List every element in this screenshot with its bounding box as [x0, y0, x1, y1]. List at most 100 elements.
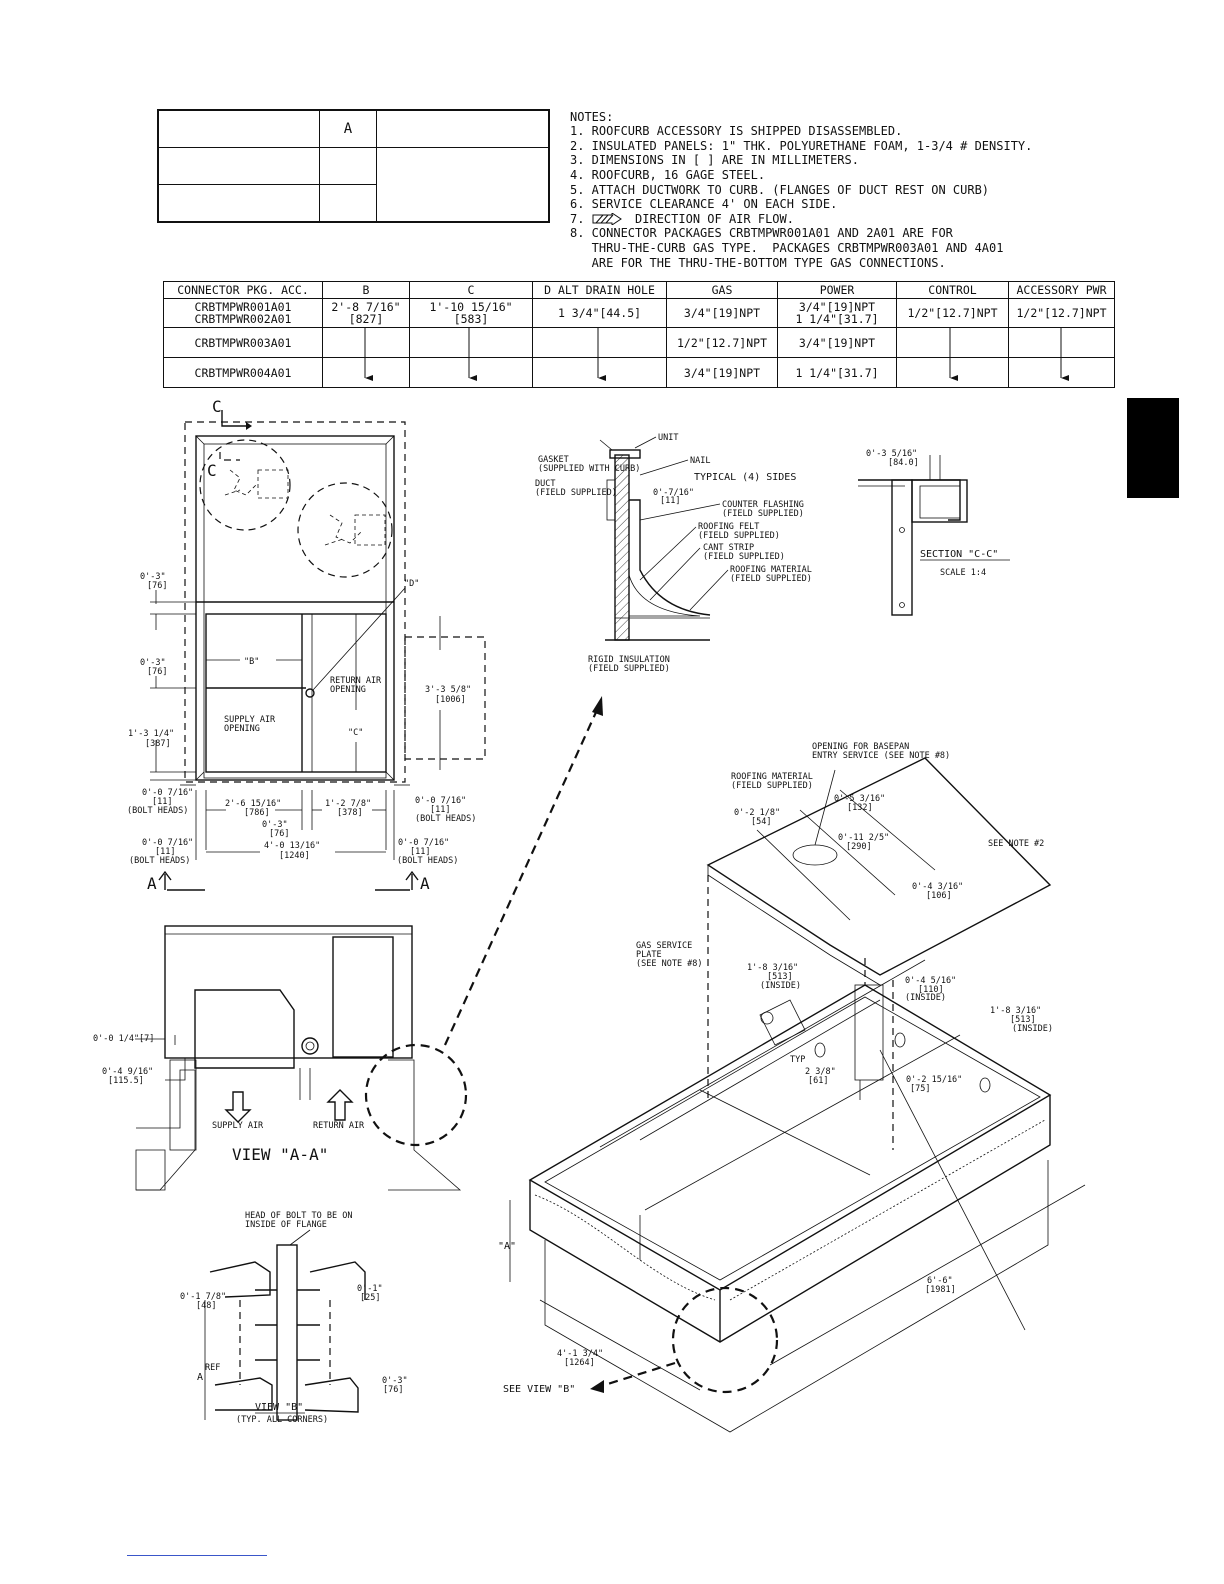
dim-text: 0'-1" [357, 1284, 383, 1294]
section-cc: 0'-3 5/16" [84.0] SECTION "C-C" SCALE 1:… [858, 449, 1010, 616]
dim-text: 0'-0 7/16" [415, 796, 466, 806]
dim-text: 0'-11 2/5" [838, 833, 889, 843]
label-roofing-felt: ROOFING FELT(FIELD SUPPLIED) [698, 522, 780, 541]
section-tab [1127, 398, 1179, 498]
section-a-label-2: A [420, 874, 430, 893]
section-c-label: C [212, 397, 222, 416]
detail-leader-line [443, 709, 599, 1046]
conn-cell-empty [1008, 357, 1115, 388]
dim-mm: [11] [410, 847, 430, 857]
conn-cell-gas: 3/4"[19]NPT [666, 357, 778, 388]
conn-cell-gas: 3/4"[19]NPT [666, 298, 778, 328]
dim-mm: [61] [808, 1076, 828, 1086]
footer-link-underline[interactable] [127, 1555, 267, 1556]
dim-mm: [76] [147, 667, 167, 677]
label-roofing-material: ROOFING MATERIAL(FIELD SUPPLIED) [730, 565, 812, 584]
note-7: 7. DIRECTION OF AIR FLOW. [570, 211, 794, 226]
label-nail: NAIL [690, 456, 710, 466]
dim-mm: [1264] [564, 1358, 595, 1368]
dim-mm: [387] [145, 739, 171, 749]
conn-cell-control: 1/2"[12.7]NPT [896, 298, 1009, 328]
dim-text: 1'-2 7/8" [325, 799, 371, 809]
dim-mm: [110] [918, 985, 944, 995]
dim-text: 0'-1 7/8" [180, 1292, 226, 1302]
dim-text: 0'-3" [262, 820, 288, 830]
dim-mm: [84.0] [888, 458, 919, 468]
label-gasket: GASKET(SUPPLIED WITH CURB) [538, 455, 640, 474]
label-counter-flashing: COUNTER FLASHING(FIELD SUPPLIED) [722, 500, 804, 519]
bolt-heads-label: (BOLT HEADS) [129, 856, 190, 866]
dim-text: 0'-5 3/16" [834, 794, 885, 804]
dim-mm: [115.5] [108, 1076, 144, 1086]
note-6: 6. SERVICE CLEARANCE 4' ON EACH SIDE. [570, 197, 838, 212]
dim-mm: [76] [269, 829, 289, 839]
top-table-cell [319, 147, 377, 185]
label-b: "B" [244, 657, 259, 667]
label-duct: DUCT(FIELD SUPPLIED) [535, 479, 617, 498]
dim-text: 0'-2 15/16" [906, 1075, 962, 1085]
typ-label: TYP [790, 1055, 805, 1065]
dim-text: 0'-0 7/16" [142, 838, 193, 848]
bolt-heads-label: (BOLT HEADS) [415, 814, 476, 824]
dim-mm: [48] [196, 1301, 216, 1311]
dim-text: 0'-3" [382, 1376, 408, 1386]
conn-cell-power: 1 1/4"[31.7] [777, 357, 897, 388]
note-5: 5. ATTACH DUCTWORK TO CURB. (FLANGES OF … [570, 182, 990, 197]
dim-text: 4'-0 13/16" [264, 841, 320, 851]
airflow-arrow-icon [592, 212, 622, 225]
bolt-heads-label: (BOLT HEADS) [397, 856, 458, 866]
dim-mm: [290] [846, 842, 872, 852]
plan-view: C C 0'-3" [127, 397, 486, 893]
conn-cell-acc: 1/2"[12.7]NPT [1008, 298, 1115, 328]
conn-cell-empty [409, 327, 533, 358]
dim-mm: [25] [360, 1293, 380, 1303]
dim-mm: [76] [147, 581, 167, 591]
dim-mm: [378] [337, 808, 363, 818]
dim-text: 0'-3 5/16" [866, 449, 917, 459]
label-c: "C" [348, 728, 363, 738]
dim-mm: [11] [430, 805, 450, 815]
typical-side-detail: UNIT GASKET(SUPPLIED WITH CURB) NAIL TYP… [535, 433, 812, 674]
section-a-label: A [147, 874, 157, 893]
dim-mm: [11] [155, 847, 175, 857]
view-aa-title: VIEW "A-A" [232, 1145, 328, 1164]
dim-mm: [11] [152, 797, 172, 807]
note-7-row: 7. DIRECTION OF AIR FLOW. [570, 212, 1090, 227]
conn-cell-pkg: CRBTMPWR003A01 [163, 327, 323, 358]
label-roofing-material-iso: ROOFING MATERIAL(FIELD SUPPLIED) [731, 772, 813, 791]
dim-mm: [1006] [435, 695, 466, 705]
label-cant-strip: CANT STRIP(FIELD SUPPLIED) [703, 543, 785, 562]
dim-text: 0'-2 1/8" [734, 808, 780, 818]
dim-mm: [513] [1010, 1015, 1036, 1025]
dim-text: 4'-1 3/4" [557, 1349, 603, 1359]
dim-mm: [513] [767, 972, 793, 982]
label-unit: UNIT [658, 433, 678, 443]
notes-block: NOTES:1. ROOFCURB ACCESSORY IS SHIPPED D… [570, 95, 1090, 299]
top-table-header-a: A [319, 109, 377, 148]
dim-text: 1'-8 3/16" [990, 1006, 1041, 1016]
see-note-2: SEE NOTE #2 [988, 839, 1044, 849]
dim-mm: [106] [926, 891, 952, 901]
detail-leader-arrowhead [592, 696, 603, 716]
conn-cell-empty [322, 357, 410, 388]
curb-height-table: A [157, 109, 550, 223]
dim-mm: [1981] [925, 1285, 956, 1295]
note-2: 2. INSULATED PANELS: 1" THK. POLYURETHAN… [570, 138, 1033, 153]
top-table-cell [157, 184, 320, 223]
conn-cell-gas: 1/2"[12.7]NPT [666, 327, 778, 358]
dim-mm: [75] [910, 1084, 930, 1094]
label-d: "D" [404, 579, 419, 589]
conn-cell-empty [532, 357, 667, 388]
dim-mm: [76] [383, 1385, 403, 1395]
dim-mm: [11] [660, 496, 680, 506]
conn-cell-empty [896, 327, 1009, 358]
dim-text: 3'-3 5/8" [425, 685, 471, 695]
note-4: 4. ROOFCURB, 16 GAGE STEEL. [570, 167, 766, 182]
inside-label: (INSIDE) [905, 993, 946, 1003]
